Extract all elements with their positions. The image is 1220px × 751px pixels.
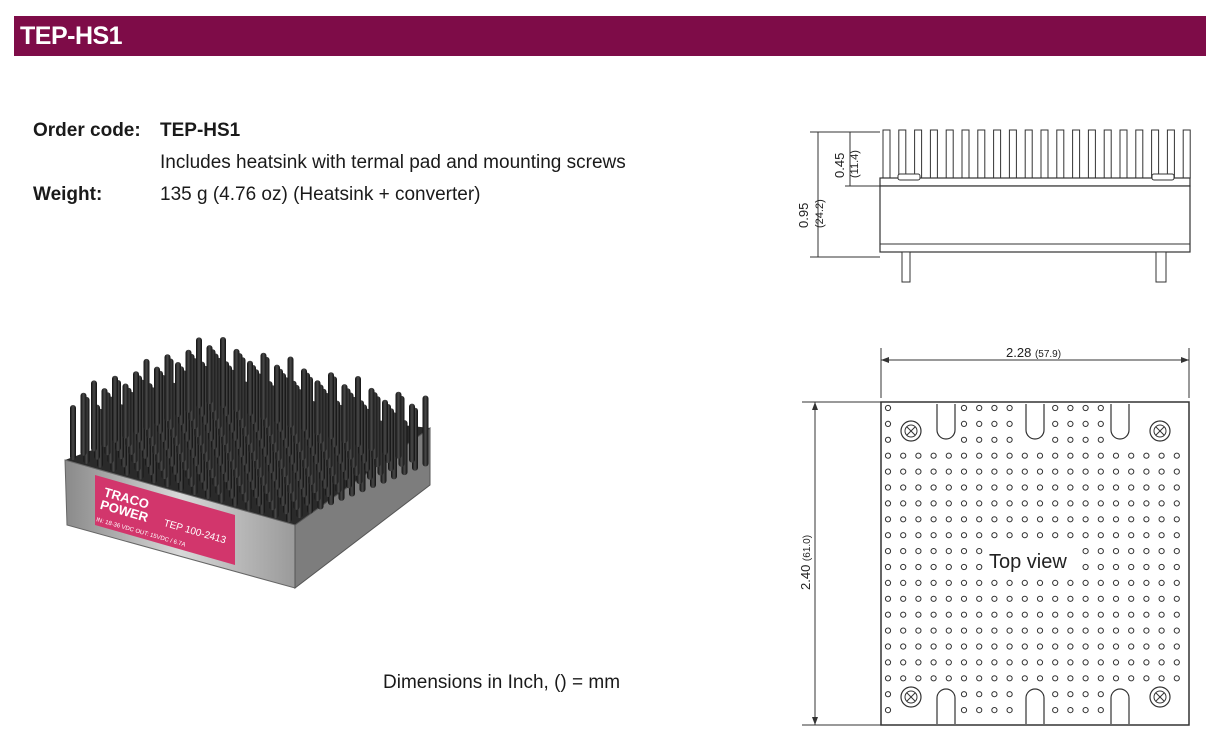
includes-row: Includes heatsink with termal pad and mo… — [33, 147, 626, 179]
title-bar: TEP-HS1 — [14, 16, 1206, 56]
page-title: TEP-HS1 — [20, 21, 123, 50]
top-view-drawing: 2.28 (57.9) 2.40 (61.0) Top view — [798, 345, 1190, 726]
order-code-value: TEP-HS1 — [160, 120, 241, 141]
dimensions-note: Dimensions in Inch, () = mm — [383, 672, 621, 693]
width-label: 2.28 (57.9) — [1006, 345, 1061, 360]
spec-block: Order code: TEP-HS1 Includes heatsink wi… — [33, 115, 626, 211]
includes-text: Includes heatsink with termal pad and mo… — [160, 152, 626, 173]
top-view-caption: Top view — [989, 551, 1067, 573]
weight-value: 135 g (4.76 oz) (Heatsink + converter) — [160, 184, 481, 205]
total-height-mm: (24.2) — [814, 199, 826, 228]
weight-row: Weight: 135 g (4.76 oz) (Heatsink + conv… — [33, 179, 626, 211]
side-view-drawing: 0.95 (24.2) 0.45 (11.4) — [796, 129, 1191, 283]
fin-height-mm: (11.4) — [849, 150, 861, 178]
product-label — [95, 475, 235, 565]
fin-height-label: 0.45 — [832, 153, 847, 178]
height-label: 2.40 (61.0) — [798, 535, 813, 590]
product-photo: TRACO POWER TEP 100-2413 IN: 18-36 VDC O… — [64, 337, 431, 590]
order-code-label: Order code: — [33, 120, 141, 141]
order-code-row: Order code: TEP-HS1 — [33, 115, 626, 147]
total-height-label: 0.95 — [796, 203, 811, 228]
weight-label: Weight: — [33, 184, 103, 205]
